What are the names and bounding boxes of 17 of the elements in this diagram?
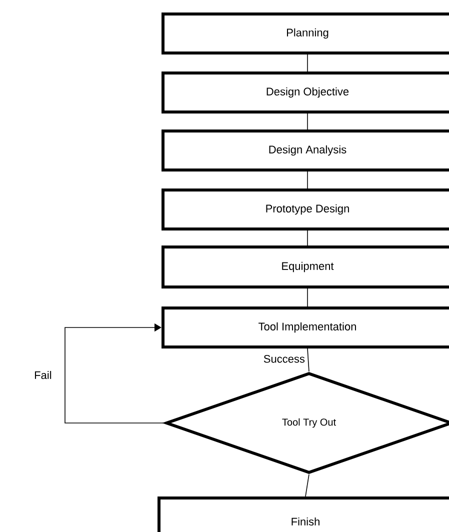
connector-line [307,348,310,372]
edge-label: Success [262,354,306,364]
process-box: Planning [162,12,449,54]
process-box: Design Analysis [162,130,449,172]
process-box: Prototype Design [162,188,449,230]
connector-line [305,474,310,497]
connector-line [307,230,308,246]
connector-line [307,171,308,189]
process-box: Equipment [162,246,449,288]
process-box: Design Objective [162,72,449,114]
arrow [64,323,165,424]
connector-line [307,113,308,130]
process-box: Finish [158,496,449,532]
connector-line [307,288,308,307]
edge-label: Fail [33,370,53,380]
connector-line [307,54,308,72]
process-box: Tool Implementation [162,306,449,348]
